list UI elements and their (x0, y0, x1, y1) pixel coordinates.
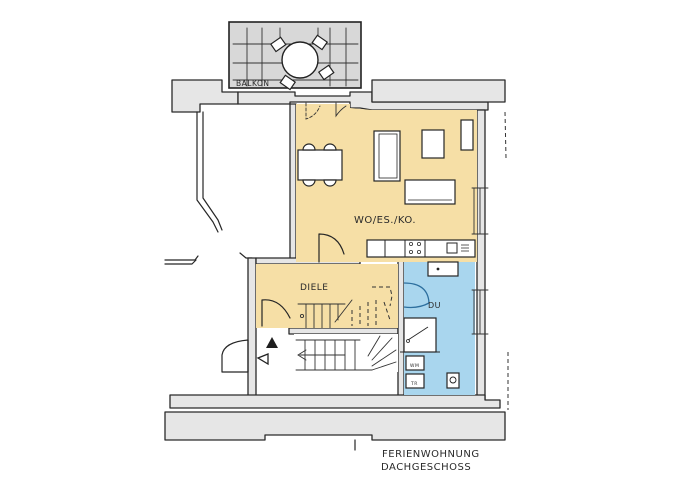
kitchen-counter (366, 239, 476, 258)
room-diele: DIELE (256, 264, 398, 329)
toilet-icon (446, 372, 460, 389)
dryer-icon (405, 373, 425, 389)
balcony: BALKON (228, 21, 362, 91)
walls (164, 79, 506, 441)
washbasin-icon (427, 261, 459, 277)
room-label-balkon: BALKON (236, 79, 269, 88)
entrance (221, 337, 278, 373)
side-table-icon (421, 129, 445, 159)
direction-arrow-icon (256, 353, 269, 366)
drawing-title: FERIENWOHNUNG DACHGESCHOSS (381, 449, 480, 473)
stairs-dashed (351, 286, 393, 326)
round-table-icon (269, 34, 335, 91)
stairs-upper (297, 299, 353, 329)
shelf-icon (460, 119, 474, 151)
sink-icon (446, 242, 458, 254)
washer-icon (405, 355, 425, 371)
washer-label: WM (410, 363, 419, 369)
armchair-icon (373, 130, 401, 182)
title-line-2: DACHGESCHOSS (381, 462, 471, 473)
room-living: WO/ES./KO. (296, 102, 477, 263)
bath-door-swing (403, 282, 430, 309)
dining-table-icon (297, 143, 343, 187)
room-label-diele: DIELE (300, 283, 328, 293)
diele-floor (256, 264, 398, 328)
dryer-label: TR (410, 381, 418, 387)
stairs-lower (294, 334, 398, 372)
room-label-living: WO/ES./KO. (354, 215, 416, 226)
room-label-du: DU (428, 301, 441, 310)
roof-overhang-lines (504, 111, 509, 410)
windows-right (471, 187, 489, 335)
room-du: WM TR DU (400, 261, 475, 395)
stove-icon (408, 241, 421, 254)
entry-arrow-icon (266, 337, 278, 348)
shower-icon (403, 317, 437, 353)
title-line-1: FERIENWOHNUNG (382, 449, 480, 460)
